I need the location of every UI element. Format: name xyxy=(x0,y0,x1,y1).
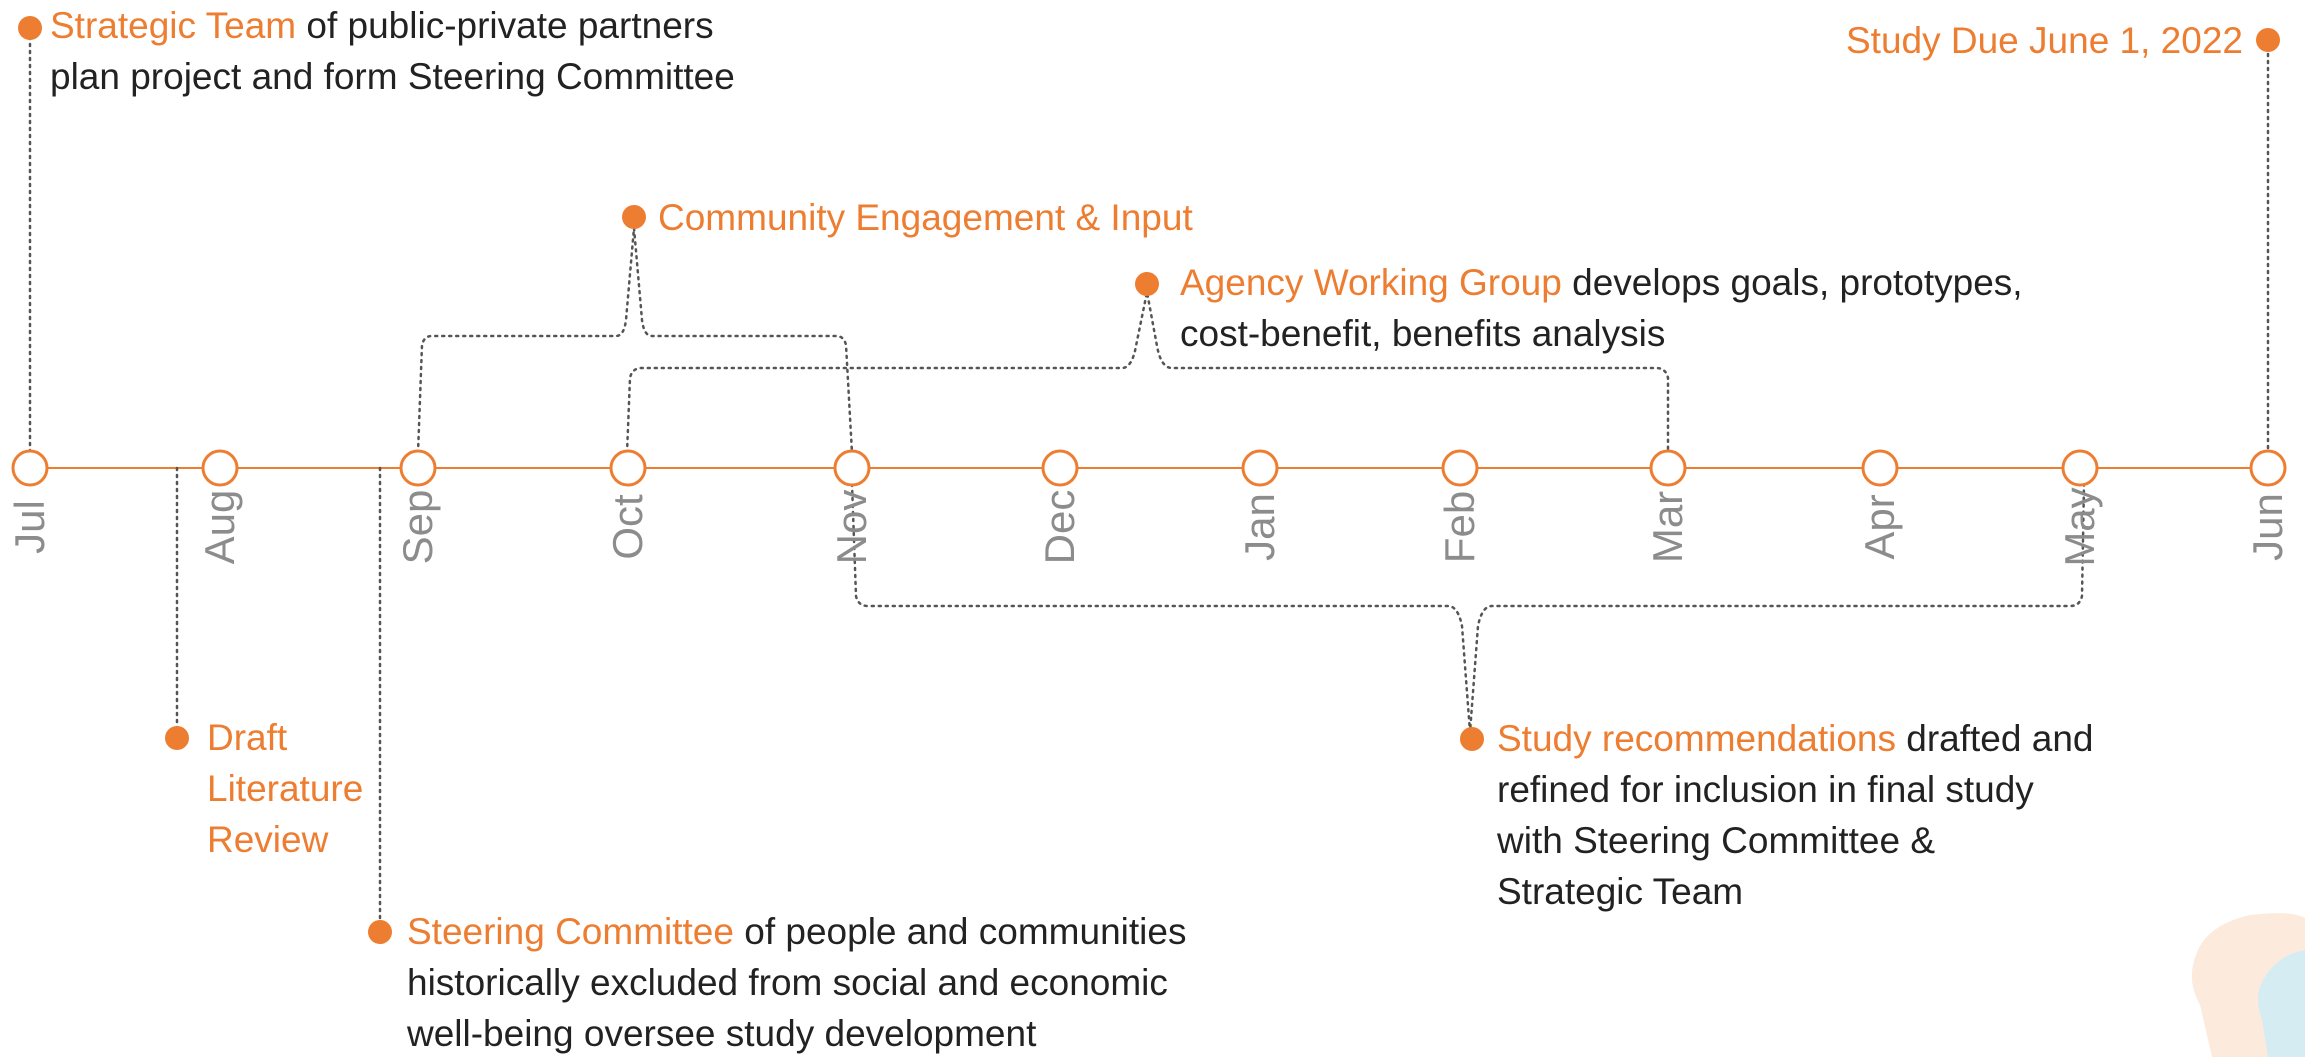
strategic-team-line1: Strategic Team of public-private partner… xyxy=(50,0,735,51)
event-agency-working-group: Agency Working Group develops goals, pro… xyxy=(1180,257,2023,359)
community-title: Community Engagement & Input xyxy=(658,197,1193,238)
agency-line1: Agency Working Group develops goals, pro… xyxy=(1180,257,2023,308)
month-marker-oct xyxy=(609,449,647,487)
month-label-mar: Mar xyxy=(1644,490,1691,564)
month-label-sep: Sep xyxy=(394,489,441,565)
month-marker-aug xyxy=(201,449,239,487)
event-dot-steering xyxy=(368,920,392,944)
event-dot-community xyxy=(622,205,646,229)
month-label-aug: Aug xyxy=(196,489,243,565)
recommendations-line2: refined for inclusion in final study xyxy=(1497,769,2034,810)
month-label-may: May xyxy=(2056,487,2103,567)
steering-title: Steering Committee xyxy=(407,911,734,952)
month-label-feb: Feb xyxy=(1436,490,1483,564)
month-label-jun: Jun xyxy=(2244,493,2291,561)
event-dot-agency xyxy=(1135,272,1159,296)
event-literature-review: Draft Literature Review xyxy=(207,712,363,865)
event-dot-literature xyxy=(165,726,189,750)
month-marker-feb xyxy=(1441,449,1479,487)
month-label-dec: Dec xyxy=(1036,489,1083,565)
agency-text: develops goals, prototypes, xyxy=(1561,262,2023,303)
event-strategic-team: Strategic Team of public-private partner… xyxy=(50,0,735,102)
steering-line3: well-being oversee study development xyxy=(407,1013,1037,1054)
month-marker-jan xyxy=(1241,449,1279,487)
month-marker-dec xyxy=(1041,449,1079,487)
month-label-jul: Jul xyxy=(6,500,53,554)
month-marker-apr xyxy=(1861,449,1899,487)
recommendations-line4: Strategic Team xyxy=(1497,871,1744,912)
agency-line2: cost-benefit, benefits analysis xyxy=(1180,313,1666,354)
month-label-oct: Oct xyxy=(604,494,651,560)
month-marker-may xyxy=(2061,449,2099,487)
steering-line2: historically excluded from social and ec… xyxy=(407,962,1168,1003)
month-marker-jul xyxy=(11,449,49,487)
event-dot-study-due xyxy=(2256,28,2280,52)
month-marker-nov xyxy=(833,449,871,487)
event-community-engagement: Community Engagement & Input xyxy=(658,192,1193,243)
study-due-title: Study Due June 1, 2022 xyxy=(1845,20,2243,61)
event-dot-strategic-team xyxy=(18,16,42,40)
agency-title: Agency Working Group xyxy=(1180,262,1562,303)
decorative-silhouette-blue xyxy=(2258,950,2305,1057)
event-study-due: Study Due June 1, 2022 xyxy=(1846,15,2243,66)
month-marker-jun xyxy=(2249,449,2287,487)
steering-text: of people and communities xyxy=(733,911,1187,952)
literature-line1: Draft xyxy=(207,717,288,758)
literature-line3: Review xyxy=(207,819,329,860)
steering-line1: Steering Committee of people and communi… xyxy=(407,906,1186,957)
bracket-community xyxy=(416,227,854,455)
strategic-team-title: Strategic Team xyxy=(50,5,297,46)
event-study-recommendations: Study recommendations drafted and refine… xyxy=(1497,713,2093,917)
bracket-agency xyxy=(625,291,1670,455)
strategic-team-line2: plan project and form Steering Committee xyxy=(50,56,735,97)
month-marker-sep xyxy=(399,449,437,487)
recommendations-line1: Study recommendations drafted and xyxy=(1497,713,2093,764)
literature-line2: Literature xyxy=(207,768,364,809)
recommendations-line3: with Steering Committee & xyxy=(1497,820,1936,861)
strategic-team-text: of public-private partners xyxy=(296,5,714,46)
month-label-jan: Jan xyxy=(1236,493,1283,561)
month-marker-mar xyxy=(1649,449,1687,487)
recommendations-text: drafted and xyxy=(1895,718,2094,759)
event-steering-committee: Steering Committee of people and communi… xyxy=(407,906,1186,1059)
month-label-nov: Nov xyxy=(828,489,875,565)
recommendations-title: Study recommendations xyxy=(1497,718,1896,759)
month-label-apr: Apr xyxy=(1856,494,1903,560)
event-dot-recommendations xyxy=(1460,727,1484,751)
